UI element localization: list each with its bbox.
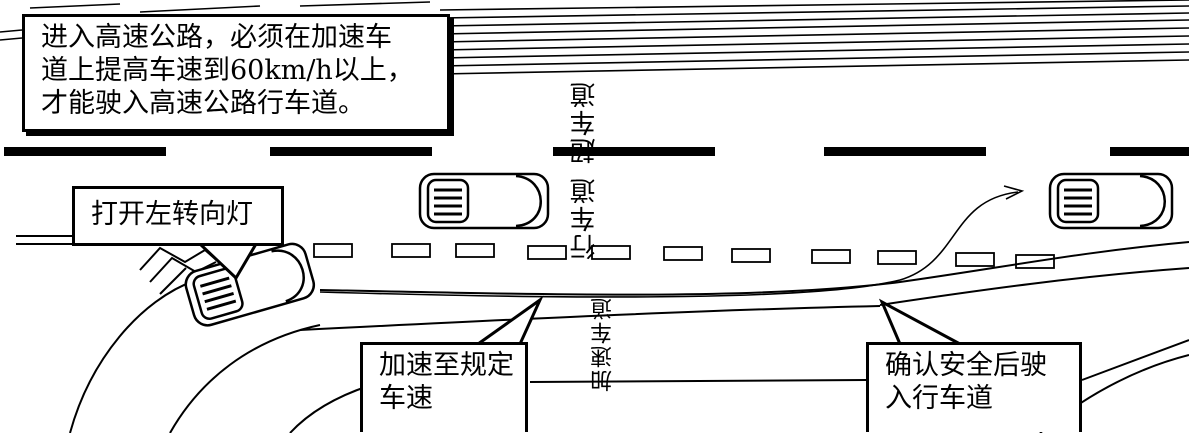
driving-lane-label: 行车道 xyxy=(570,176,600,260)
car-ahead xyxy=(1048,172,1174,230)
lane-divider-small xyxy=(313,243,1055,269)
turn-signal-callout: 打开左转向灯 xyxy=(72,186,284,246)
car-driving-lane xyxy=(418,172,550,230)
overtaking-lane-label: 超车道 xyxy=(570,80,600,164)
car-merging xyxy=(184,242,316,327)
acceleration-lane-label: 加速车道 xyxy=(591,296,616,392)
confirm-merge-callout: 确认安全后驶 入行车道 xyxy=(866,342,1082,432)
callout-pointers xyxy=(196,242,961,346)
accelerate-callout: 加速至规定 车速 xyxy=(360,342,528,432)
road-edge-hatching xyxy=(0,0,1189,75)
lane-divider-thick xyxy=(4,147,1189,156)
merge-path-arrow xyxy=(319,185,1025,298)
intro-callout: 进入高速公路，必须在加速车 道上提高车速到60km/h以上， 才能驶入高速公路行… xyxy=(22,14,450,132)
